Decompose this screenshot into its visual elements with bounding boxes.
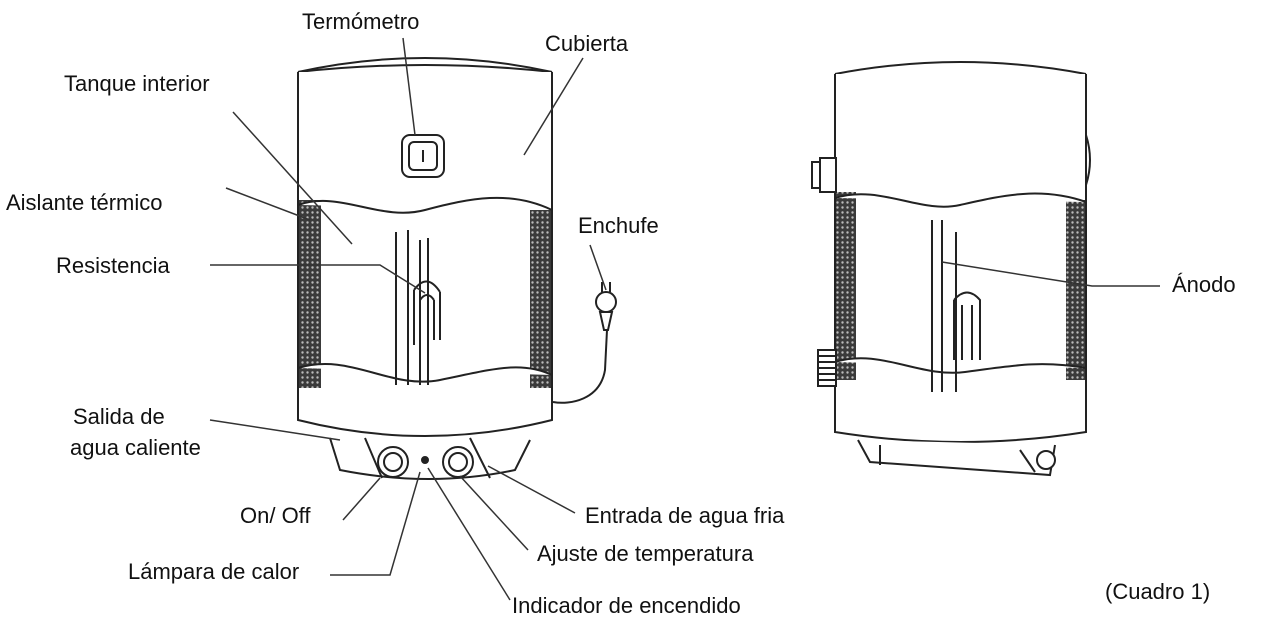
label-resistencia: Resistencia xyxy=(56,254,170,278)
label-lampara-calor: Lámpara de calor xyxy=(128,560,299,584)
label-tanque-interior: Tanque interior xyxy=(64,72,210,96)
side-heater xyxy=(812,62,1090,475)
label-cubierta: Cubierta xyxy=(545,32,628,56)
label-salida-line1: Salida de xyxy=(73,405,165,429)
label-aislante-termico: Aislante térmico xyxy=(6,191,163,215)
label-entrada-agua-fria: Entrada de agua fria xyxy=(585,504,784,528)
label-salida-line2: agua caliente xyxy=(70,436,201,460)
label-indicador-encendido: Indicador de encendido xyxy=(512,594,741,618)
front-heater xyxy=(298,58,616,479)
label-anodo: Ánodo xyxy=(1172,273,1236,297)
label-termometro: Termómetro xyxy=(302,10,419,34)
label-enchufe: Enchufe xyxy=(578,214,659,238)
label-ajuste-temperatura: Ajuste de temperatura xyxy=(537,542,753,566)
caption: (Cuadro 1) xyxy=(1105,580,1210,604)
label-on-off: On/ Off xyxy=(240,504,311,528)
